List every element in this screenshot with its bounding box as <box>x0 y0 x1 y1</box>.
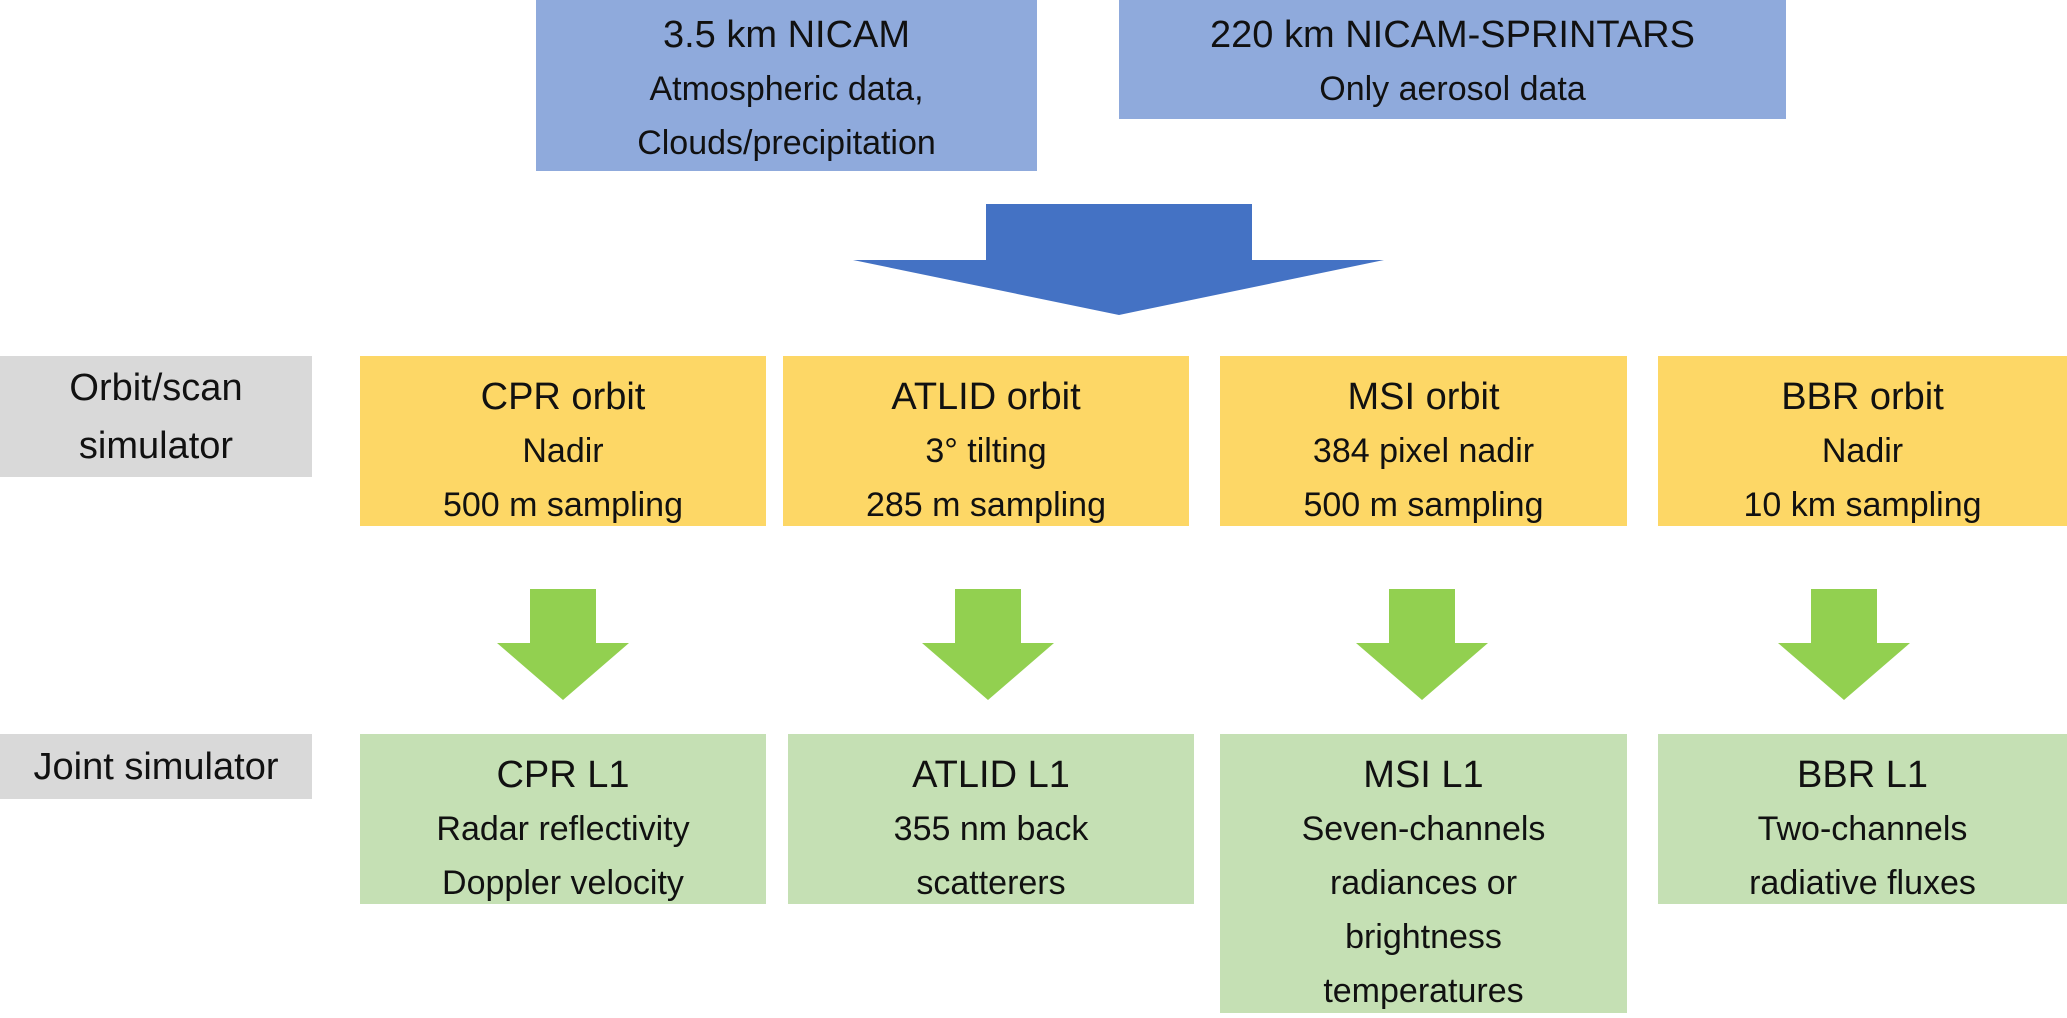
box-line: Radar reflectivity <box>436 810 690 848</box>
row-label-orbit: Orbit/scan simulator <box>0 356 312 477</box>
orbit-box: ATLID orbit 3° tilting 285 m sampling <box>783 356 1189 526</box>
box-title: ATLID L1 <box>912 754 1070 796</box>
box-title: BBR orbit <box>1781 376 1944 418</box>
joint-box: MSI L1 Seven-channels radiances or brightne… <box>1220 734 1627 1013</box>
box-title: BBR L1 <box>1797 754 1928 796</box>
box-line: 3° tilting <box>925 432 1047 470</box>
box-line: 384 pixel nadir <box>1312 432 1535 470</box>
box-line: brightness <box>1345 918 1502 956</box>
source-line: Only aerosol data <box>1319 70 1586 108</box>
box-line: Nadir <box>1821 432 1904 470</box>
down-arrow-icon <box>1778 589 1910 700</box>
source-title: 3.5 km NICAM <box>662 14 911 56</box>
row-label-line: simulator <box>78 424 234 467</box>
source-line: Atmospheric data, <box>649 70 924 108</box>
big-down-arrow <box>853 204 1384 315</box>
box-line: scatterers <box>916 864 1066 902</box>
box-line: 355 nm back <box>893 810 1089 848</box>
box-line: Doppler velocity <box>442 864 684 902</box>
box-line: temperatures <box>1323 972 1524 1010</box>
box-title: CPR L1 <box>496 754 630 796</box>
row-label-line: Joint simulator <box>33 745 279 788</box>
box-line: 10 km sampling <box>1743 486 1982 524</box>
orbit-box: MSI orbit 384 pixel nadir 500 m sampling <box>1220 356 1627 526</box>
row-label-joint: Joint simulator <box>0 734 312 799</box>
box-line: 500 m sampling <box>442 486 683 524</box>
row-label-line: Orbit/scan <box>69 366 243 409</box>
box-line: 285 m sampling <box>865 486 1106 524</box>
box-line: Seven-channels <box>1301 810 1546 848</box>
down-arrow-icon <box>922 589 1054 700</box>
box-title: CPR orbit <box>480 376 646 418</box>
source-title: 220 km NICAM-SPRINTARS <box>1210 14 1695 56</box>
box-line: Two-channels <box>1757 810 1968 848</box>
down-arrow-icon <box>1356 589 1488 700</box>
box-line: radiances or <box>1329 864 1518 902</box>
box-title: MSI orbit <box>1347 376 1500 418</box>
down-arrow-icon <box>497 589 629 700</box>
box-line: radiative fluxes <box>1749 864 1976 902</box>
joint-box: BBR L1 Two-channels radiative fluxes <box>1658 734 2067 904</box>
source-line: Clouds/precipitation <box>637 124 936 162</box>
box-line: Nadir <box>522 432 604 470</box>
joint-box: ATLID L1 355 nm back scatterers <box>788 734 1194 904</box>
box-line: 500 m sampling <box>1303 486 1544 524</box>
source-box-sprintars: 220 km NICAM-SPRINTARS Only aerosol data <box>1119 0 1786 119</box>
source-box-nicam: 3.5 km NICAM Atmospheric data, Clouds/pr… <box>536 0 1037 171</box>
box-title: MSI L1 <box>1363 754 1484 796</box>
box-title: ATLID orbit <box>891 376 1081 418</box>
